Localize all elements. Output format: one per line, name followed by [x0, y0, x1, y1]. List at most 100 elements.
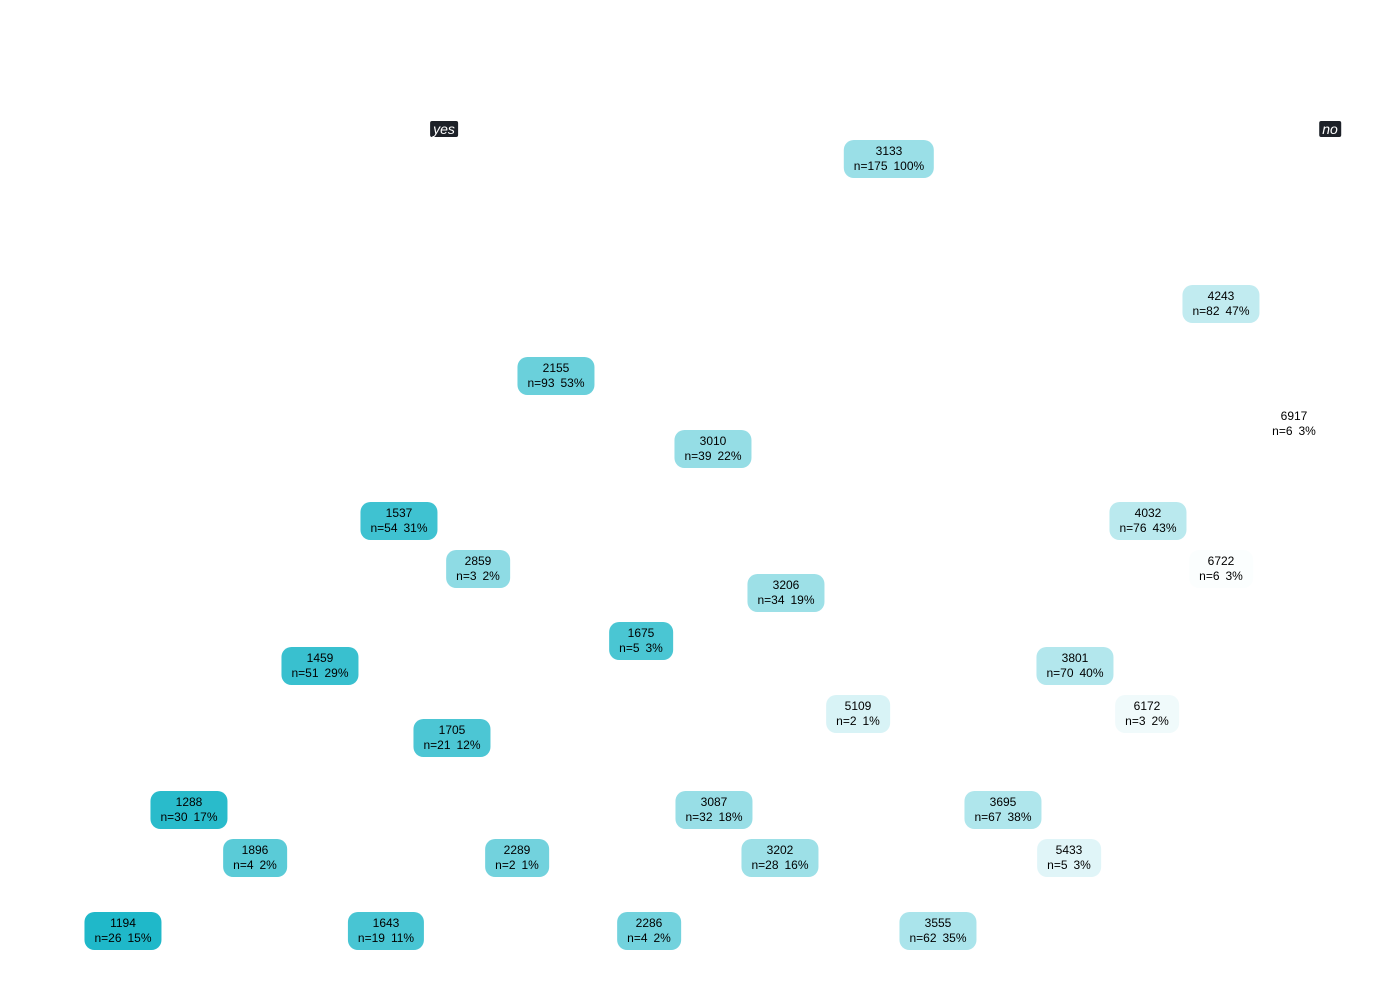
node-stats: n=21 12% — [423, 738, 480, 753]
node-count: n=34 — [757, 593, 785, 607]
node-percent: 22% — [717, 449, 742, 463]
node-count: n=4 — [627, 931, 648, 945]
node-value: 1288 — [175, 795, 203, 809]
node-percent: 16% — [784, 858, 809, 872]
node-value: 3202 — [766, 843, 794, 857]
node-count: n=21 — [423, 738, 451, 752]
node-value: 1643 — [372, 916, 400, 930]
node-count: n=2 — [495, 858, 516, 872]
node-percent: 100% — [893, 159, 925, 173]
node-value: 5109 — [844, 699, 872, 713]
node-stats: n=4 2% — [627, 931, 671, 946]
node-stats: n=39 22% — [684, 449, 741, 464]
node-percent: 3% — [1298, 424, 1316, 438]
node-count: n=28 — [751, 858, 779, 872]
node-count: n=30 — [160, 810, 188, 824]
node-value: 3010 — [699, 434, 727, 448]
node-count: n=26 — [94, 931, 122, 945]
node-stats: n=26 15% — [94, 931, 151, 946]
node-stats: n=2 1% — [495, 858, 539, 873]
node-percent: 3% — [645, 641, 663, 655]
node-value: 3555 — [924, 916, 952, 930]
node-percent: 2% — [653, 931, 671, 945]
node-percent: 29% — [324, 666, 349, 680]
node-value: 3695 — [989, 795, 1017, 809]
node-value: 1675 — [627, 626, 655, 640]
node-value: 1194 — [110, 916, 136, 930]
node-count: n=5 — [619, 641, 640, 655]
node-value: 6172 — [1133, 699, 1161, 713]
node-value: 6917 — [1280, 409, 1308, 423]
node-count: n=3 — [456, 569, 477, 583]
no-branch-label: no — [1319, 121, 1341, 137]
node-percent: 19% — [790, 593, 815, 607]
node-value: 2155 — [542, 361, 570, 375]
node-percent: 1% — [521, 858, 539, 872]
node-percent: 2% — [482, 569, 500, 583]
node-value: 3133 — [875, 144, 903, 158]
node-value: 4243 — [1207, 289, 1235, 303]
node-percent: 38% — [1007, 810, 1032, 824]
node-value: 6722 — [1207, 554, 1235, 568]
node-percent: 3% — [1225, 569, 1243, 583]
node-stats: n=3 2% — [456, 569, 500, 584]
node-count: n=62 — [909, 931, 937, 945]
node-percent: 18% — [718, 810, 743, 824]
node-value: 1705 — [438, 723, 466, 737]
node-count: n=39 — [684, 449, 712, 463]
node-percent: 11% — [390, 931, 415, 945]
node-percent: 3% — [1073, 858, 1091, 872]
node-value: 3206 — [772, 578, 800, 592]
node-value: 1459 — [306, 651, 334, 665]
yes-branch-label: yes — [430, 121, 458, 137]
node-percent: 31% — [403, 521, 428, 535]
node-stats: n=67 38% — [974, 810, 1031, 825]
node-count: n=67 — [974, 810, 1002, 824]
node-value: 2286 — [635, 916, 663, 930]
node-count: n=4 — [233, 858, 254, 872]
node-value: 4032 — [1134, 506, 1162, 520]
node-count: n=6 — [1272, 424, 1293, 438]
node-value: 1537 — [385, 506, 413, 520]
node-value: 1896 — [241, 843, 269, 857]
node-stats: n=5 3% — [1047, 858, 1091, 873]
node-stats: n=5 3% — [619, 641, 663, 656]
node-count: n=5 — [1047, 858, 1068, 872]
node-percent: 1% — [862, 714, 880, 728]
node-count: n=32 — [685, 810, 713, 824]
node-percent: 12% — [456, 738, 481, 752]
node-value: 5433 — [1055, 843, 1083, 857]
node-count: n=82 — [1192, 304, 1220, 318]
node-percent: 15% — [127, 931, 152, 945]
node-value: 3087 — [700, 795, 728, 809]
